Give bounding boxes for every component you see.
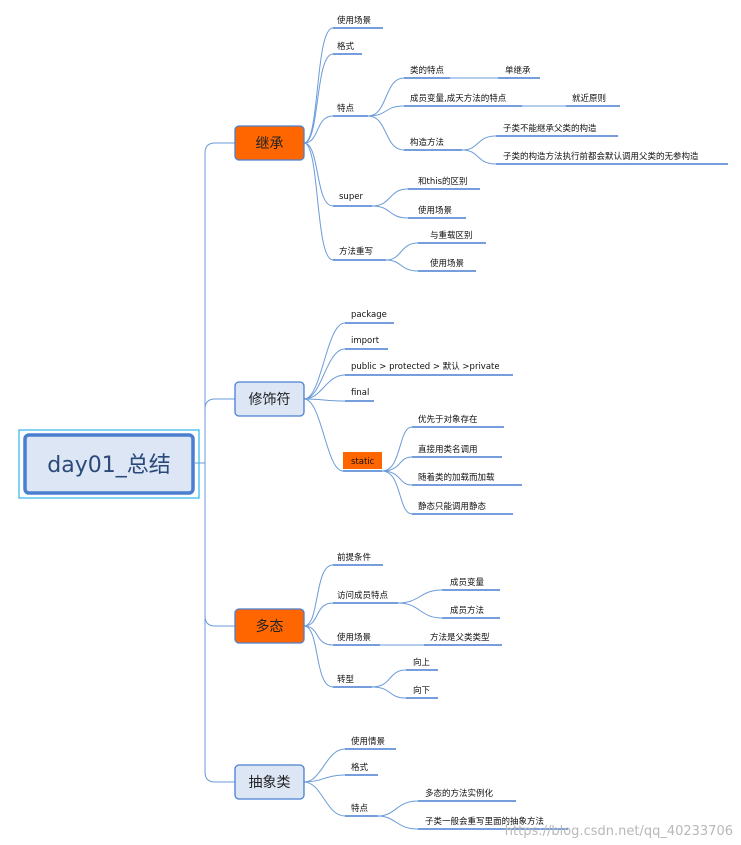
branch-modifier-label: 修饰符 (249, 392, 291, 408)
topic-import[interactable]: import (345, 336, 388, 350)
watermark-text: https://blog.csdn.net/qq_40233706 (505, 824, 733, 839)
topic-label: 使用情景 (351, 736, 385, 747)
topic-super[interactable]: super (333, 192, 372, 207)
topic-label: super (339, 192, 363, 202)
topic-abstract-features[interactable]: 特点 (345, 803, 378, 817)
modifier-connectors (303, 322, 413, 515)
branch-poly-label: 多态 (256, 618, 284, 635)
topic-nearest-principle[interactable]: 就近原则 (522, 93, 620, 107)
topic-constructor-b[interactable]: 子类的构造方法执行前都会默认调用父类的无参构造 (496, 151, 728, 165)
topic-static-b[interactable]: 直接用类名调用 (412, 444, 502, 458)
topic-label: 转型 (337, 674, 355, 685)
topic-label: static (351, 457, 375, 467)
topic-static-d[interactable]: 静态只能调用静态 (412, 501, 513, 515)
topic-label: 成员变量,成天方法的特点 (410, 93, 507, 104)
topic-package[interactable]: package (345, 310, 394, 324)
topic-param-parent-type[interactable]: 方法是父类类型 (424, 632, 502, 646)
topic-label: 使用场景 (337, 632, 371, 643)
topic-label: 使用场景 (418, 205, 452, 216)
branch-abstract-label: 抽象类 (249, 775, 291, 791)
topic-label: 方法是父类类型 (430, 632, 490, 643)
topic-label: 和this的区别 (418, 176, 468, 187)
topic-member-feature[interactable]: 成员变量,成天方法的特点 (404, 93, 522, 107)
topic-member-variable[interactable]: 成员变量 (442, 577, 500, 591)
topic-override-b[interactable]: 使用场景 (418, 258, 476, 272)
topic-usage-scenario[interactable]: 使用场景 (333, 15, 383, 29)
topic-label: 特点 (351, 803, 369, 814)
topic-cast[interactable]: 转型 (333, 674, 372, 688)
topic-constructor[interactable]: 构造方法 (404, 137, 462, 151)
topic-abstract-usage[interactable]: 使用情景 (345, 736, 396, 750)
topic-poly-usage[interactable]: 使用场景 (333, 632, 380, 646)
topic-label: package (351, 310, 387, 320)
root-label: day01_总结 (47, 453, 170, 478)
branch-inherit-label: 继承 (256, 136, 284, 152)
topic-label: 直接用类名调用 (418, 444, 478, 455)
topic-super-a[interactable]: 和this的区别 (408, 176, 480, 190)
topic-label: 前提条件 (337, 552, 372, 563)
topic-label: 访问成员特点 (337, 590, 389, 601)
topic-abstract-a[interactable]: 多态的方法实例化 (418, 788, 516, 802)
branch-modifier-node[interactable]: 修饰符 (234, 381, 305, 417)
topic-static-c[interactable]: 随着类的加载而加载 (412, 472, 522, 486)
topic-abstract-format[interactable]: 格式 (345, 762, 378, 776)
topic-override-a[interactable]: 与重载区别 (418, 230, 486, 244)
topic-label: 静态只能调用静态 (418, 501, 487, 512)
topic-label: 成员方法 (450, 605, 484, 616)
topic-constructor-a[interactable]: 子类不能继承父类的构造 (496, 123, 618, 137)
topic-abstract-b[interactable]: 子类一般会重写里面的抽象方法 (418, 816, 568, 830)
topic-label: 格式 (351, 762, 369, 773)
topic-member-method[interactable]: 成员方法 (442, 605, 500, 619)
branch-abstract-node[interactable]: 抽象类 (234, 764, 305, 800)
topic-label: 向下 (413, 685, 431, 696)
topic-label: 子类一般会重写里面的抽象方法 (425, 816, 544, 827)
topic-static-a[interactable]: 优先于对象存在 (412, 414, 504, 428)
abstract-connectors (303, 748, 419, 830)
inherit-connectors (303, 27, 497, 272)
topic-label: import (351, 336, 380, 346)
root-node[interactable]: day01_总结 (18, 429, 200, 499)
topic-label: 多态的方法实例化 (425, 788, 494, 799)
root-connectors (195, 142, 235, 783)
topic-label: 与重载区别 (430, 230, 473, 241)
topic-label: 成员变量 (450, 577, 485, 588)
topic-label: 类的特点 (410, 65, 445, 76)
topic-label: 向上 (413, 657, 431, 668)
topic-label: 随着类的加载而加载 (418, 472, 495, 483)
topic-override[interactable]: 方法重写 (333, 246, 386, 261)
topic-format[interactable]: 格式 (333, 41, 362, 55)
poly-connectors (303, 564, 443, 699)
topic-label: 优先于对象存在 (418, 414, 478, 425)
topic-upcast[interactable]: 向上 (406, 657, 438, 671)
topic-label: 方法重写 (339, 246, 373, 257)
topic-label: public > protected > 默认 >private (351, 361, 500, 372)
topic-features[interactable]: 特点 (333, 103, 368, 117)
topic-label: 构造方法 (410, 137, 444, 148)
topic-label: 就近原则 (572, 93, 606, 104)
topic-label: 格式 (337, 41, 355, 52)
topic-label: 特点 (337, 103, 355, 114)
branch-poly-node[interactable]: 多态 (234, 608, 305, 644)
topic-label: 子类的构造方法执行前都会默认调用父类的无参构造 (503, 151, 699, 162)
topic-final[interactable]: final (345, 388, 374, 402)
topic-access-order[interactable]: public > protected > 默认 >private (345, 361, 513, 376)
topic-label: 单继承 (505, 65, 531, 76)
branch-inherit-node[interactable]: 继承 (234, 125, 305, 161)
topic-super-b[interactable]: 使用场景 (408, 205, 466, 219)
topic-label: 使用场景 (430, 258, 464, 269)
topic-static[interactable]: static (343, 452, 382, 472)
topic-label: final (351, 388, 369, 398)
topic-downcast[interactable]: 向下 (406, 685, 438, 699)
topic-member-access[interactable]: 访问成员特点 (333, 590, 398, 604)
topic-label: 子类不能继承父类的构造 (503, 123, 597, 134)
topic-class-feature[interactable]: 类的特点 (404, 65, 450, 79)
topic-precondition[interactable]: 前提条件 (333, 552, 383, 566)
topic-label: 使用场景 (337, 15, 371, 26)
topic-single-inheritance[interactable]: 单继承 (450, 65, 540, 79)
